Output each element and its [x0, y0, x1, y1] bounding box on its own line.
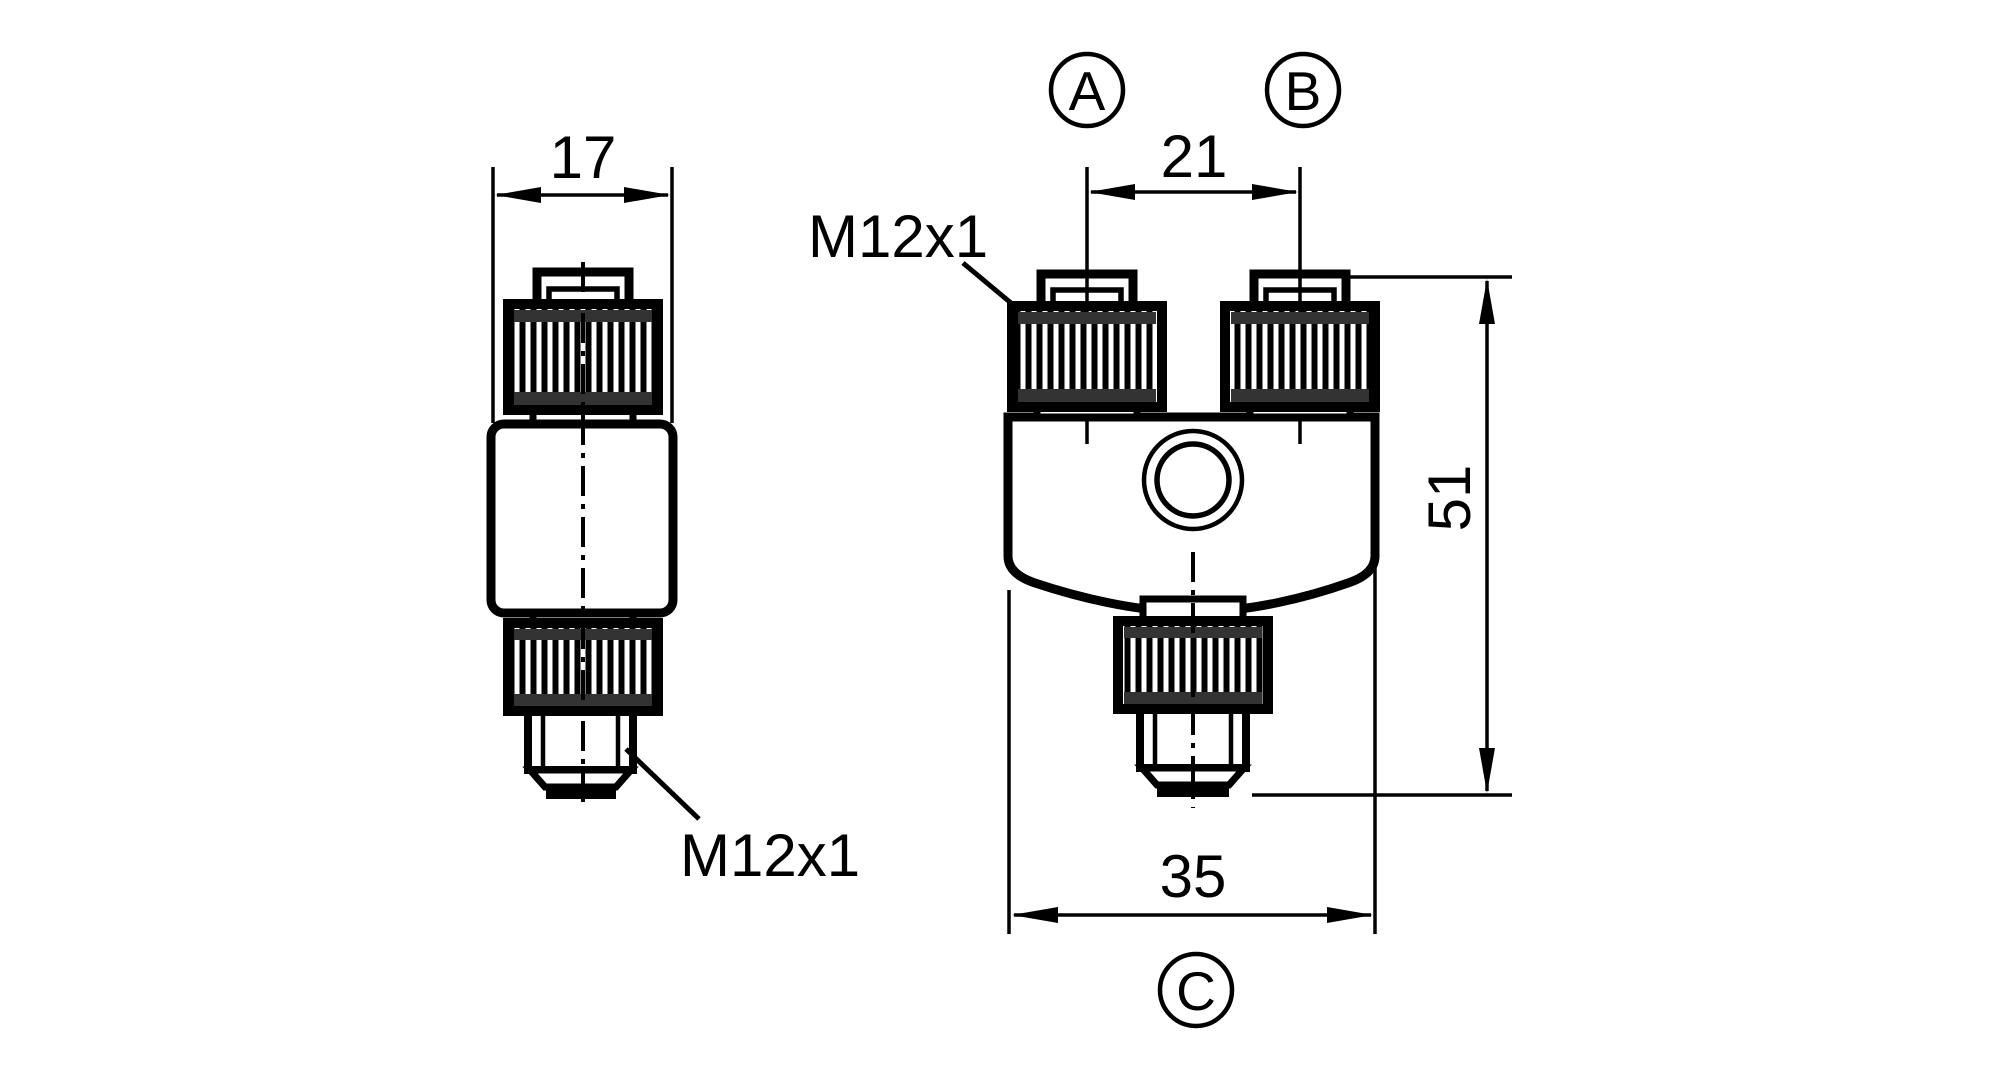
port-label-c: C: [1157, 951, 1235, 1029]
nut-chamfer: [1018, 389, 1156, 402]
nut-chamfer: [1124, 692, 1262, 704]
thread-label-front: M12x1: [808, 203, 988, 270]
label-circle-c: [1157, 951, 1235, 1029]
nut-chamfer: [1018, 312, 1156, 324]
arrowhead-bottom: [1479, 748, 1495, 793]
label-text-b: B: [1285, 60, 1322, 122]
arrowhead-top: [1479, 279, 1495, 324]
leader-line: [961, 261, 1013, 305]
nut-chamfer: [1231, 389, 1369, 402]
port-label-a: A: [1048, 51, 1126, 129]
side-view: 17 M12x1: [486, 124, 860, 889]
label-text-c: C: [1176, 960, 1216, 1022]
label-circle-a: [1048, 51, 1126, 129]
dim-height-51: 51: [1252, 275, 1512, 797]
arrowhead-left: [495, 187, 541, 203]
connector-front: [1003, 269, 1380, 808]
arrowhead-right: [1252, 184, 1298, 200]
leader-line: [624, 747, 701, 821]
nut-chamfer: [514, 392, 652, 405]
arrowhead-left: [1012, 907, 1058, 923]
nut-chamfer: [1231, 312, 1369, 324]
thread-taper-side: [522, 766, 639, 791]
connector-side: [486, 262, 678, 810]
thread-label-side: M12x1: [680, 822, 860, 889]
thread-tip-port-c: [1157, 784, 1229, 797]
arrowhead-left: [1089, 184, 1135, 200]
arrowhead-right: [1327, 907, 1373, 923]
arrowhead-right: [624, 187, 670, 203]
front-view: A B C 21 M12x1: [808, 51, 1512, 1029]
led-ring-outer: [1141, 428, 1245, 532]
label-text-a: A: [1069, 60, 1106, 122]
port-label-b: B: [1264, 51, 1342, 129]
dim-text-51: 51: [1416, 465, 1483, 532]
led-ring-inner: [1154, 441, 1232, 519]
dim-text-21: 21: [1161, 123, 1228, 190]
thread-callout-side: M12x1: [624, 747, 860, 889]
dim-spacing-21: 21: [1085, 123, 1302, 444]
label-circle-b: [1264, 51, 1342, 129]
dim-width-17: 17: [491, 124, 674, 423]
dim-width-35: 35: [1007, 566, 1377, 934]
thread-callout-front: M12x1: [808, 203, 1013, 305]
dim-text-17: 17: [550, 124, 617, 191]
dim-text-35: 35: [1160, 843, 1227, 910]
